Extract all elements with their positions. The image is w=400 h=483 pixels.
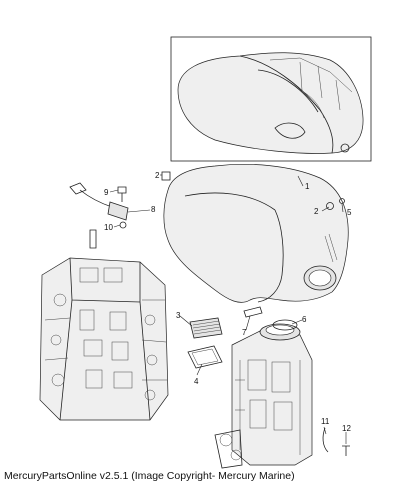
callout-11: 11 [321, 417, 330, 426]
callout-2a: 2 [155, 171, 160, 180]
callout-5: 5 [347, 208, 352, 217]
callout-4: 4 [194, 377, 199, 386]
engine-block [39, 257, 169, 421]
callout-3: 3 [176, 311, 181, 320]
retainer-strip [243, 306, 263, 318]
sensor-harness [69, 182, 129, 249]
filter-element [189, 317, 223, 339]
leader-lines [109, 174, 347, 444]
intake-manifold [214, 323, 313, 469]
callout-9: 9 [104, 188, 109, 197]
callout-10: 10 [104, 223, 113, 232]
callout-6: 6 [302, 315, 307, 324]
callout-labels: 1 2 2 3 4 5 6 7 8 9 10 11 12 [104, 171, 352, 433]
callout-8: 8 [151, 205, 156, 214]
top-cowl-cover [163, 164, 349, 303]
image-caption: MercuryPartsOnline v2.5.1 (Image Copyrig… [4, 470, 295, 482]
callout-2b: 2 [314, 207, 319, 216]
filter-gasket [187, 345, 223, 369]
callout-12: 12 [342, 424, 351, 433]
seal-ring [272, 319, 298, 331]
callout-1: 1 [305, 182, 310, 191]
inset-cover-underside [170, 36, 372, 162]
hardware [161, 171, 350, 456]
callout-7: 7 [242, 328, 247, 337]
